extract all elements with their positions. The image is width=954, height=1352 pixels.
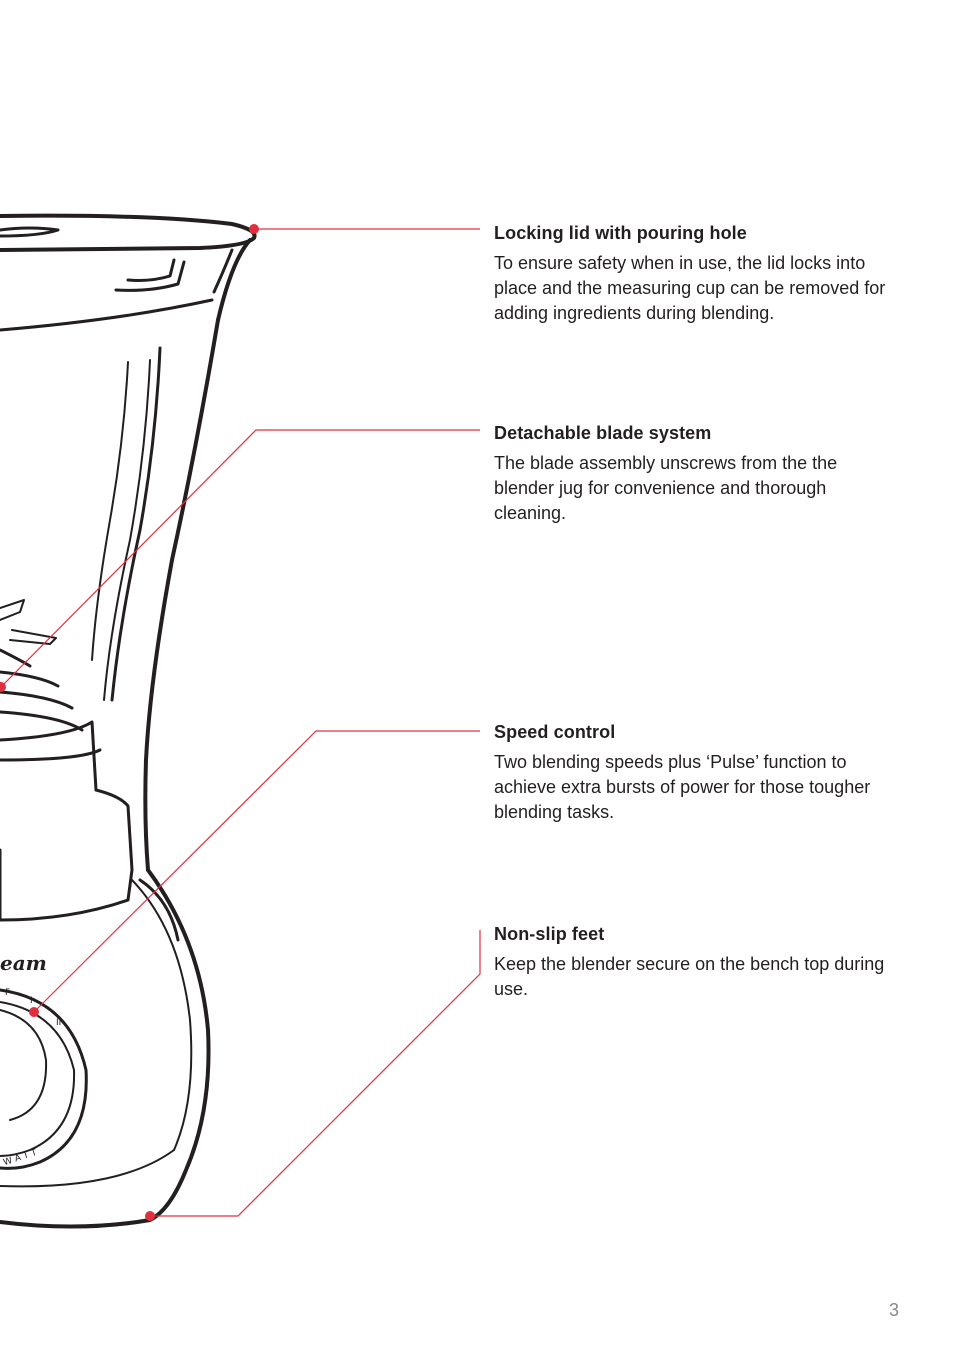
feature-description: To ensure safety when in use, the lid lo… — [494, 253, 886, 323]
feature-description: The blade assembly unscrews from the the… — [494, 453, 838, 523]
dial-label-off: F — [5, 988, 10, 998]
feature-title: Detachable blade system — [494, 423, 712, 443]
callout-line-blade — [0, 429, 480, 689]
feature-description: Keep the blender secure on the bench top… — [494, 954, 885, 999]
brand-logo-fragment: eam — [0, 951, 47, 975]
feature-title: Locking lid with pouring hole — [494, 223, 747, 243]
blade — [0, 599, 57, 645]
callout-dot-lid — [249, 224, 259, 234]
feature-description: Two blending speeds plus ‘Pulse’ functio… — [494, 752, 871, 822]
feature-non-slip-feet: Non-slip feet Keep the blender secure on… — [494, 922, 894, 1002]
feature-title: Non-slip feet — [494, 924, 605, 944]
dial-label-speed-1: I — [30, 996, 33, 1006]
dial-label-speed-2: II — [56, 1018, 61, 1028]
jug-outline — [143, 318, 220, 872]
lid-outline — [0, 213, 257, 252]
feature-blade-system: Detachable blade system The blade assemb… — [494, 421, 894, 526]
feature-locking-lid: Locking lid with pouring hole To ensure … — [494, 221, 894, 326]
feature-speed-control: Speed control Two blending speeds plus ‘… — [494, 720, 894, 825]
base-outline — [0, 868, 211, 1229]
callout-line-feet — [150, 930, 481, 1217]
lid-grip — [114, 258, 186, 292]
lid-pour-hole — [0, 226, 60, 238]
callout-dot-blade — [0, 682, 6, 692]
callout-line-speed — [33, 730, 480, 1013]
feature-title: Speed control — [494, 722, 616, 742]
callout-dot-feet — [145, 1211, 155, 1221]
callout-dot-speed — [29, 1007, 39, 1017]
page-number: 3 — [888, 1300, 899, 1320]
speed-dial — [0, 988, 88, 1170]
